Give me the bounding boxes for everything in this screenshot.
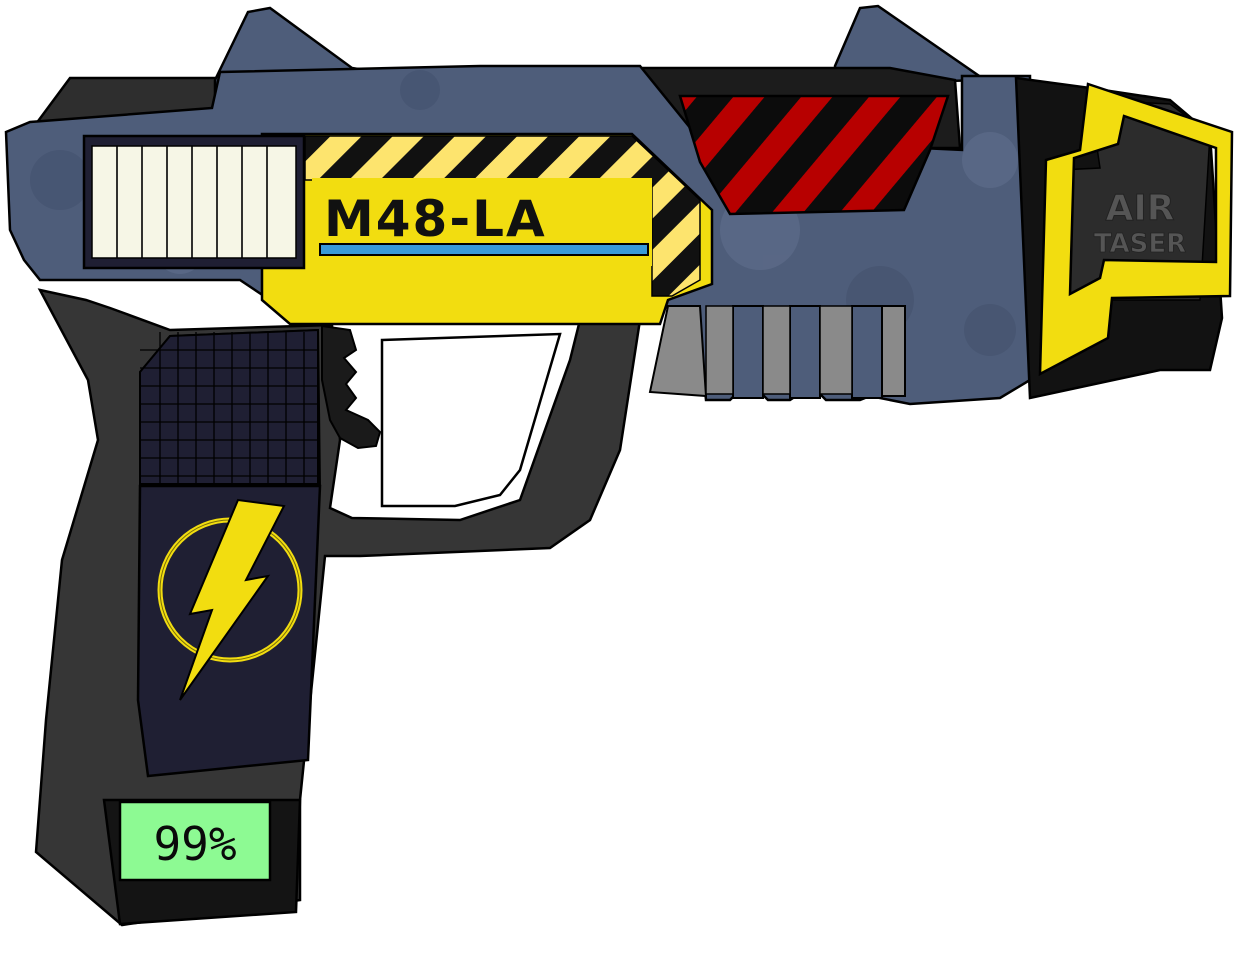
lightning-bolt-icon — [157, 498, 303, 701]
hazard-stripe-window — [678, 94, 950, 216]
vent-gap-3 — [819, 305, 853, 395]
vent-slot-1 — [732, 305, 764, 399]
brand-line-2: TASER — [1094, 229, 1186, 259]
model-underline-bar — [319, 243, 649, 256]
brand-line-1: AIR — [1106, 188, 1175, 229]
vent-gap-2 — [762, 305, 791, 395]
battery-readout: 99% — [153, 817, 236, 871]
vent-slot-3 — [851, 305, 883, 399]
cartridge-window — [82, 134, 306, 270]
model-label: M48-LA — [324, 190, 547, 248]
frame-vent-right — [879, 305, 906, 397]
vent-slot-2 — [789, 305, 821, 399]
battery-display: 99% — [118, 800, 272, 882]
trigger-guard-opening — [380, 332, 562, 508]
cartridge-yellow-frame — [1038, 82, 1234, 377]
frame-vent-panel — [648, 305, 708, 398]
vent-gap-1 — [705, 305, 734, 395]
trigger — [321, 324, 382, 450]
grip-texture-grid — [139, 328, 319, 485]
